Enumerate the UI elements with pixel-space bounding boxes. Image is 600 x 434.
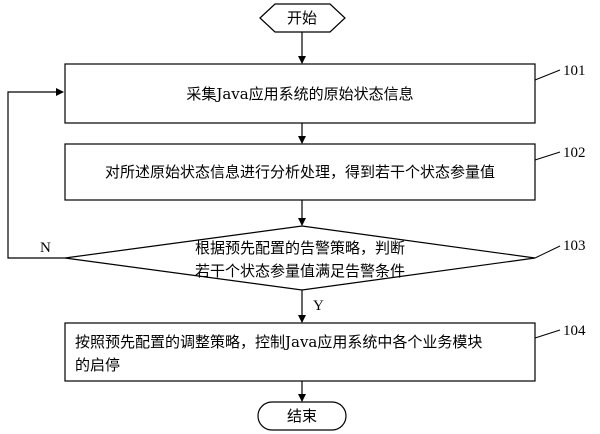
branch-yes-label: Y [313,298,324,314]
process-step-101: 采集Java应用系统的原始状态信息 [64,63,536,124]
leader-103 [534,245,561,259]
leader-104 [534,329,561,339]
step-104-text-line2: 的启停 [75,356,120,374]
arrow-no-loop-to-101 [7,88,65,259]
process-step-104: 按照预先配置的调整策略，控制Java应用系统中各个业务模块 的启停 [64,322,536,382]
process-step-102: 对所述原始状态信息进行分析处理，得到若干个状态参量值 [64,143,536,201]
ref-label-102: 102 [563,145,586,161]
ref-label-101: 101 [563,63,586,79]
ref-label-104: 104 [563,323,586,339]
step-103-text-line2: 若干个状态参量值满足告警条件 [195,262,405,280]
step-104-text-line1: 按照预先配置的调整策略，控制Java应用系统中各个业务模块 [75,333,482,351]
decision-step-103: 根据预先配置的告警策略，判断 若干个状态参量值满足告警条件 [64,225,536,291]
start-label: 开始 [287,9,317,27]
ref-label-103: 103 [563,238,586,254]
branch-no-label: N [40,240,51,256]
leader-101 [534,69,561,81]
step-102-text: 对所述原始状态信息进行分析处理，得到若干个状态参量值 [105,163,495,181]
end-node: 结束 [257,401,347,431]
end-label: 结束 [287,407,317,425]
step-103-text-line1: 根据预先配置的告警策略，判断 [195,239,405,257]
leader-102 [534,151,561,161]
start-node: 开始 [259,3,346,33]
step-101-text: 采集Java应用系统的原始状态信息 [186,85,413,103]
